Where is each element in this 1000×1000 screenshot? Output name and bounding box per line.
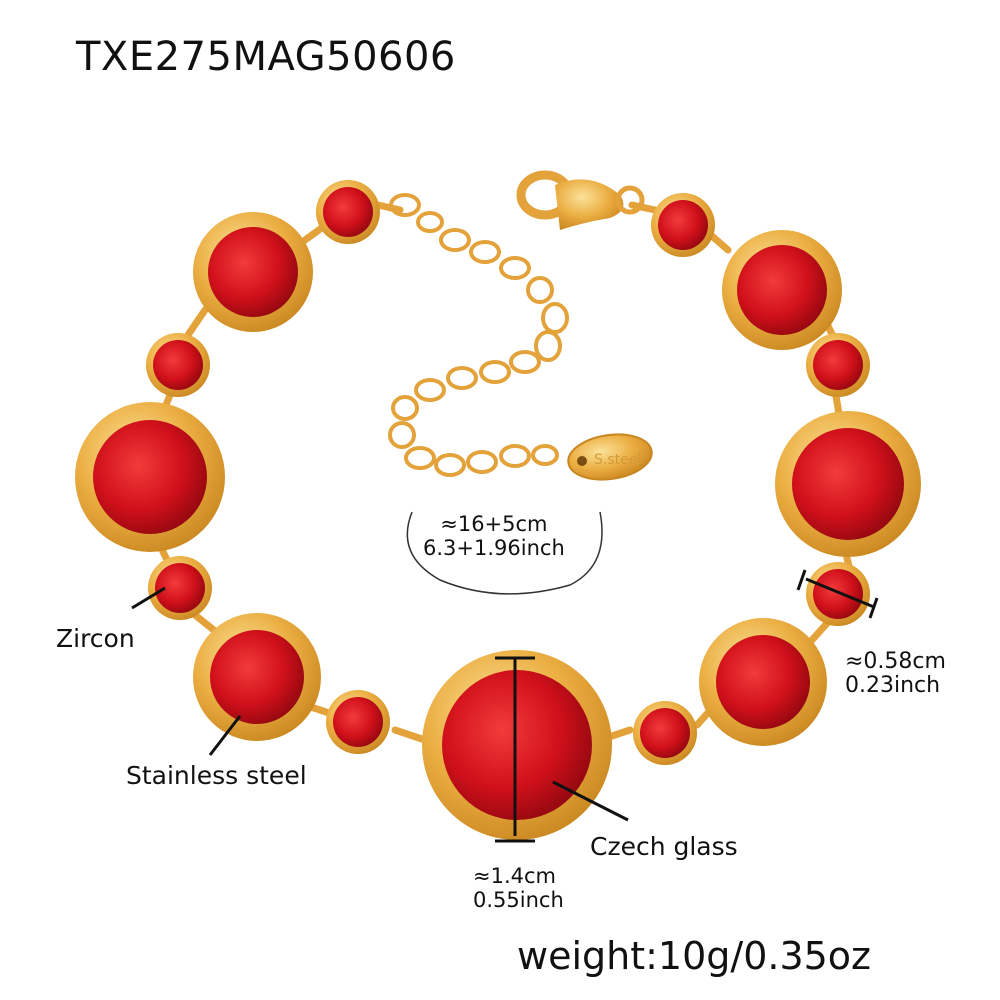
length-arc — [406, 511, 603, 595]
lobster-clasp — [516, 170, 645, 230]
leader-lines — [131, 586, 629, 822]
length-cm: ≈16+5cm — [440, 512, 548, 536]
label-zircon: Zircon — [56, 624, 135, 653]
small-stone-cm: ≈0.58cm — [845, 649, 946, 674]
label-czech-glass: Czech glass — [590, 832, 738, 861]
extender-chain — [388, 193, 569, 477]
small-stones — [146, 180, 870, 765]
small-stone-inch: 0.23inch — [845, 673, 941, 698]
large-stones — [75, 212, 921, 840]
steel-tag: S.steel — [567, 433, 653, 481]
length-inch: 6.3+1.96inch — [423, 536, 565, 560]
large-stone-cm: ≈1.4cm — [473, 864, 556, 888]
large-stone-dimension: ≈1.4cm 0.55inch — [473, 864, 564, 912]
dimension-small — [796, 569, 879, 619]
large-stone-inch: 0.55inch — [473, 888, 564, 912]
product-weight: weight:10g/0.35oz — [517, 934, 872, 978]
tag-engraving: S.steel — [594, 452, 641, 468]
product-sku: TXE275MAG50606 — [76, 34, 456, 80]
label-stainless-steel: Stainless steel — [126, 761, 307, 790]
length-callout: ≈16+5cm 6.3+1.96inch — [423, 512, 565, 560]
dimension-large — [495, 656, 535, 843]
small-stone-dimension: ≈0.58cm 0.23inch — [845, 650, 946, 698]
